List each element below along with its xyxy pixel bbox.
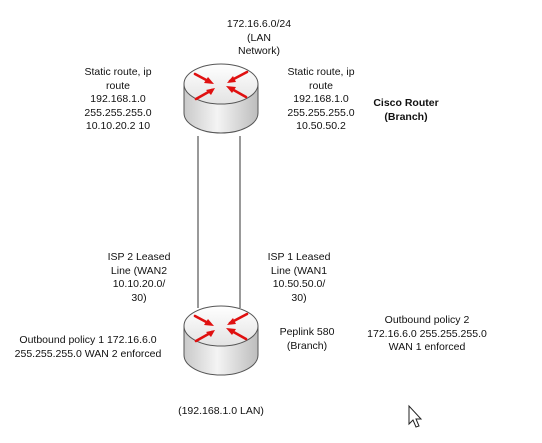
- peplink-router-icon: [183, 305, 259, 376]
- static-route-right-label: Static route, ip route 192.168.1.0 255.2…: [287, 66, 355, 132]
- cisco-router-icon: [183, 63, 259, 134]
- outbound-policy-2-label: Outbound policy 2 172.16.6.0 255.255.255…: [367, 314, 487, 353]
- peplink-router-label: Peplink 580 (Branch): [279, 326, 335, 352]
- static-route-left-label: Static route, ip route 192.168.1.0 255.2…: [84, 66, 152, 132]
- isp2-link-label: ISP 2 Leased Line (WAN2 10.10.20.0/ 30): [107, 251, 171, 304]
- peplink-lan-label: (192.168.1.0 LAN): [178, 405, 264, 417]
- mouse-pointer-icon: [408, 404, 423, 428]
- outbound-policy-1-label: Outbound policy 1 172.16.6.0 255.255.255…: [14, 334, 162, 360]
- isp1-link-label: ISP 1 Leased Line (WAN1 10.50.50.0/ 30): [267, 251, 331, 304]
- lan-network-label: 172.16.6.0/24 (LAN Network): [226, 18, 292, 57]
- cisco-router-label: Cisco Router (Branch): [373, 97, 439, 123]
